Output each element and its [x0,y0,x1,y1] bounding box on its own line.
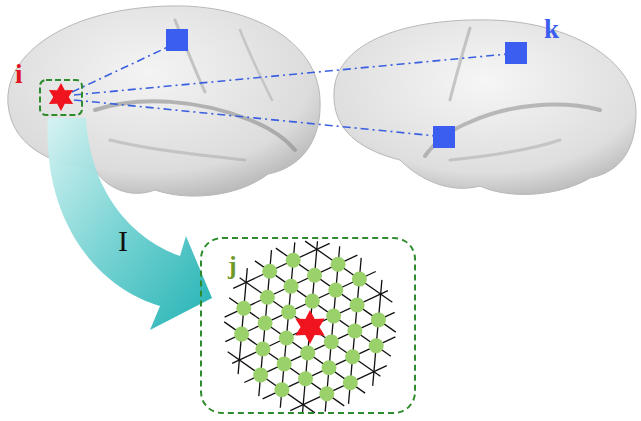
mesh-vertex [255,342,270,357]
zoom-label: I [118,226,128,256]
inset-box: j [200,237,416,414]
mesh-edge [305,241,392,302]
mesh-vertex [277,356,292,371]
mesh-edge [238,268,247,374]
mesh-lattice [224,241,396,413]
seed-star [49,83,73,111]
connection-lines [72,46,508,136]
mesh-vertex [352,272,367,287]
mesh-edge [240,278,381,377]
mesh-vertex [324,334,339,349]
mesh-vertex [258,316,273,331]
mesh-vertex [262,264,277,279]
mesh-vertex [300,345,315,360]
mesh-vertex [322,360,337,375]
target-squares [166,29,527,148]
mesh-vertex [279,331,294,346]
mesh-vertex [274,382,289,397]
inset-label: j [226,253,239,279]
mesh-vertex [298,371,313,386]
mesh-edge [228,352,315,413]
mesh-vertex [305,294,320,309]
mesh-vertex [253,367,268,382]
mesh-vertex [319,386,334,401]
mesh-vertex [281,305,296,320]
mesh-vertex [236,301,251,316]
right-hemisphere [334,20,636,195]
seed-region-box [40,80,82,115]
mesh-vertex [350,298,365,313]
mesh-vertex [369,338,384,353]
mesh-vertex [371,312,386,327]
seed-star [295,310,324,344]
mesh-edge [229,298,365,393]
mesh-edge [224,322,344,406]
target-label: k [544,16,559,43]
mesh-edge [255,261,391,356]
mesh-edge [373,280,382,386]
mesh-vertex [328,283,343,298]
seed-label: i [15,61,23,88]
zoom-arrow [48,118,212,330]
mesh-edge [276,248,396,332]
mesh-vertex [331,257,346,272]
mesh-vertex [326,309,341,324]
seed-stars [49,83,325,344]
mesh-vertex [286,253,301,268]
mesh-vertex [347,323,362,338]
mesh-vertex [284,279,299,294]
mesh-vertex [343,375,358,390]
mesh-vertex [260,290,275,305]
mesh-vertex [345,349,360,364]
mesh-vertex [234,327,249,342]
mesh-vertex [307,268,322,283]
